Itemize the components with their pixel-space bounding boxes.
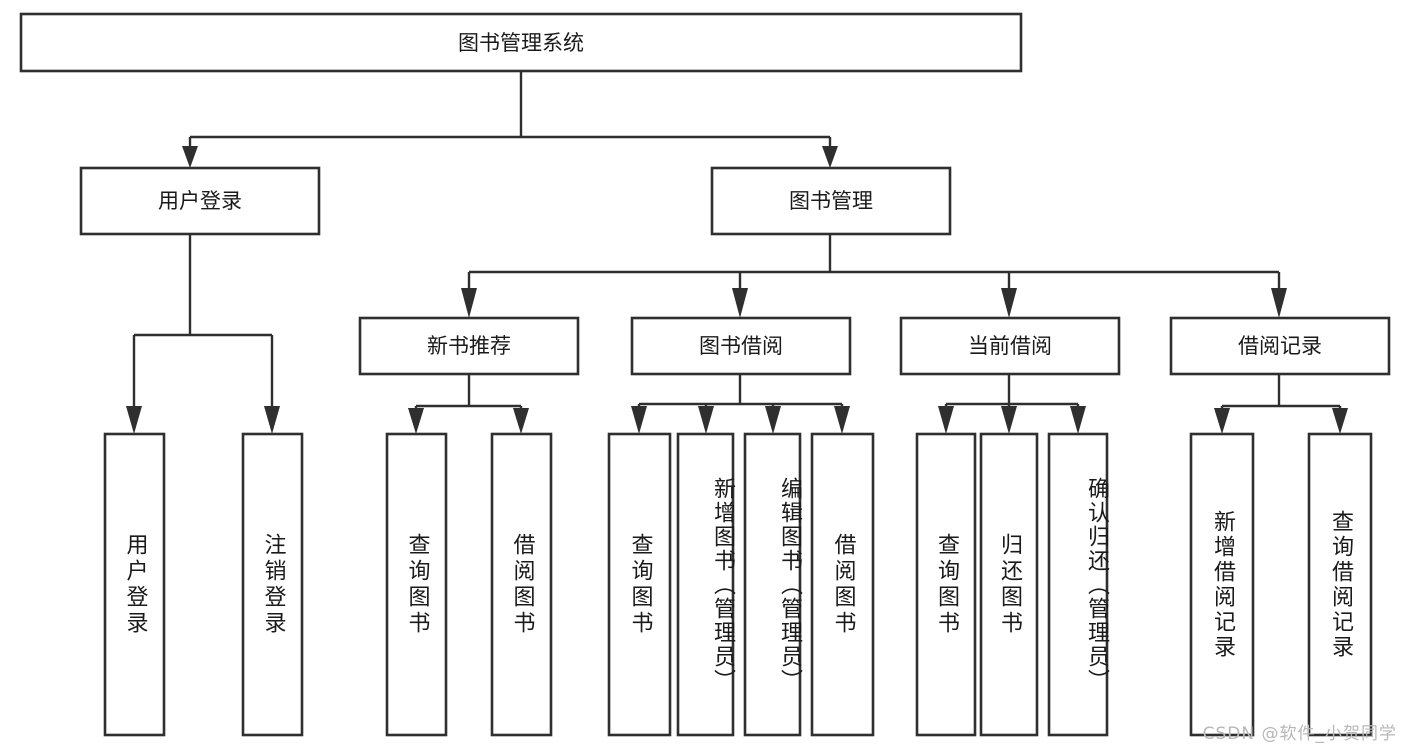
arrow-head-icon <box>513 408 529 434</box>
arrow-head-icon <box>834 406 850 434</box>
node-label: 当前借阅 <box>968 334 1052 358</box>
node-box[interactable] <box>1169 316 1391 376</box>
arrow-head-icon <box>938 406 954 434</box>
node-leaf-edit-book[interactable] <box>743 432 802 737</box>
node-new-book-recommend[interactable]: 新书推荐 <box>358 316 580 376</box>
arrow-head-icon <box>822 146 838 168</box>
node-label: 图书管理系统 <box>458 31 584 55</box>
arrow-head-icon <box>126 406 142 434</box>
arrow-head-icon <box>182 146 198 168</box>
node-box[interactable] <box>19 12 1023 73</box>
arrow-head-icon <box>732 288 748 318</box>
connector-new-book-recommend-to-leaves <box>408 374 529 434</box>
arrow-head-icon <box>1271 288 1287 318</box>
arrow-head-icon <box>408 408 424 434</box>
node-leaf-query-book-1[interactable] <box>385 432 448 737</box>
node-leaf-confirm-return[interactable] <box>1047 432 1109 737</box>
node-leaf-query-record[interactable] <box>1307 432 1373 737</box>
node-box[interactable] <box>630 316 852 376</box>
arrow-head-icon <box>698 406 714 434</box>
node-box[interactable] <box>79 166 321 236</box>
connector-book-management-to-level2 <box>461 234 1287 318</box>
node-leaf-return-book[interactable] <box>979 432 1039 737</box>
node-leaf-logout[interactable] <box>241 432 304 737</box>
connector-book-borrow-to-leaves <box>631 374 850 434</box>
node-leaf-query-book-2[interactable] <box>607 432 672 737</box>
arrow-head-icon <box>264 406 280 434</box>
connector-user-login-to-leaves <box>126 234 280 434</box>
node-leaf-add-book[interactable] <box>676 432 735 737</box>
node-leaf-query-book-3[interactable] <box>915 432 977 737</box>
node-box[interactable] <box>710 166 952 236</box>
arrow-head-icon <box>461 288 477 318</box>
node-label: 图书管理 <box>789 189 873 213</box>
node-book-management[interactable]: 图书管理 <box>710 166 952 236</box>
node-leaf-user-login[interactable] <box>103 432 166 737</box>
arrow-head-icon <box>1001 406 1017 434</box>
arrow-head-icon <box>1001 288 1017 318</box>
node-box[interactable] <box>899 316 1121 376</box>
arrow-head-icon <box>631 406 647 434</box>
node-label: 新书推荐 <box>427 334 511 358</box>
node-root[interactable]: 图书管理系统 <box>19 12 1023 73</box>
node-user-login[interactable]: 用户登录 <box>79 166 321 236</box>
node-borrow-record[interactable]: 借阅记录 <box>1169 316 1391 376</box>
connector-borrow-record-to-leaves <box>1214 374 1348 434</box>
arrow-head-icon <box>1332 408 1348 434</box>
node-leaf-add-record[interactable] <box>1189 432 1255 737</box>
arrow-head-icon <box>1214 408 1230 434</box>
connector-root-to-level1 <box>182 71 838 168</box>
node-current-borrow[interactable]: 当前借阅 <box>899 316 1121 376</box>
arrow-head-icon <box>765 406 781 434</box>
watermark-text: CSDN @软件_小贺同学 <box>1202 724 1397 744</box>
node-label: 图书借阅 <box>699 334 783 358</box>
node-label: 借阅记录 <box>1238 334 1322 358</box>
connector-current-borrow-to-leaves <box>938 374 1086 434</box>
node-label: 用户登录 <box>158 189 242 213</box>
node-book-borrow[interactable]: 图书借阅 <box>630 316 852 376</box>
node-box[interactable] <box>358 316 580 376</box>
arrow-head-icon <box>1070 406 1086 434</box>
node-leaf-borrow-book-1[interactable] <box>490 432 553 737</box>
node-leaf-borrow-book-2[interactable] <box>810 432 875 737</box>
